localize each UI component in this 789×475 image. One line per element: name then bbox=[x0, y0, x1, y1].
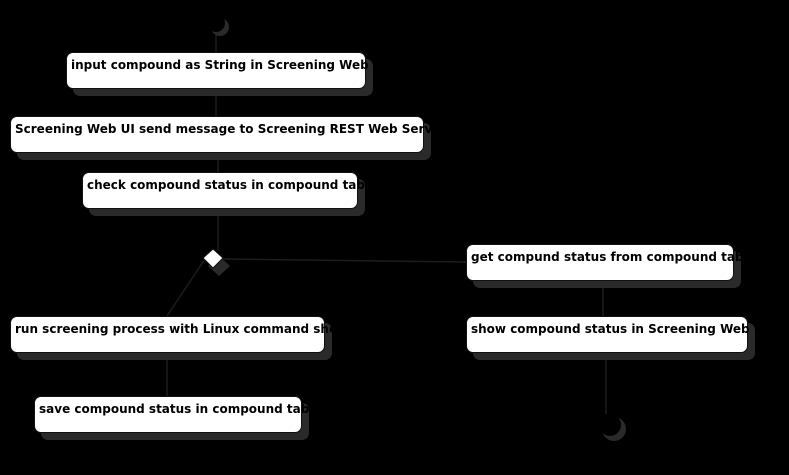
activity-label: get compund status from compound table bbox=[471, 250, 756, 264]
activity-input-compound: input compound as String in Screening We… bbox=[66, 52, 387, 89]
activity-label: run screening process with Linux command… bbox=[15, 322, 346, 336]
activity-check-status: check compound status in compound table bbox=[82, 172, 377, 209]
activity-label: input compound as String in Screening We… bbox=[71, 58, 388, 72]
initial-node bbox=[207, 14, 229, 36]
activity-get-status: get compund status from compound table bbox=[466, 244, 756, 281]
edge-decision-to-run bbox=[166, 258, 206, 317]
activity-run-screening: run screening process with Linux command… bbox=[10, 316, 345, 353]
activity-show-status: show compound status in Screening Web UI bbox=[466, 316, 768, 353]
final-node bbox=[599, 414, 626, 441]
activity-label: show compound status in Screening Web UI bbox=[471, 322, 768, 336]
edge-decision-to-get bbox=[220, 258, 467, 263]
decision-node bbox=[202, 248, 230, 276]
activity-label: save compound status in compound table bbox=[39, 402, 322, 416]
activity-label: Screening Web UI send message to Screeni… bbox=[15, 122, 452, 136]
activity-send-message: Screening Web UI send message to Screeni… bbox=[10, 116, 452, 153]
activity-label: check compound status in compound table bbox=[87, 178, 378, 192]
activity-save-status: save compound status in compound table bbox=[34, 396, 322, 433]
